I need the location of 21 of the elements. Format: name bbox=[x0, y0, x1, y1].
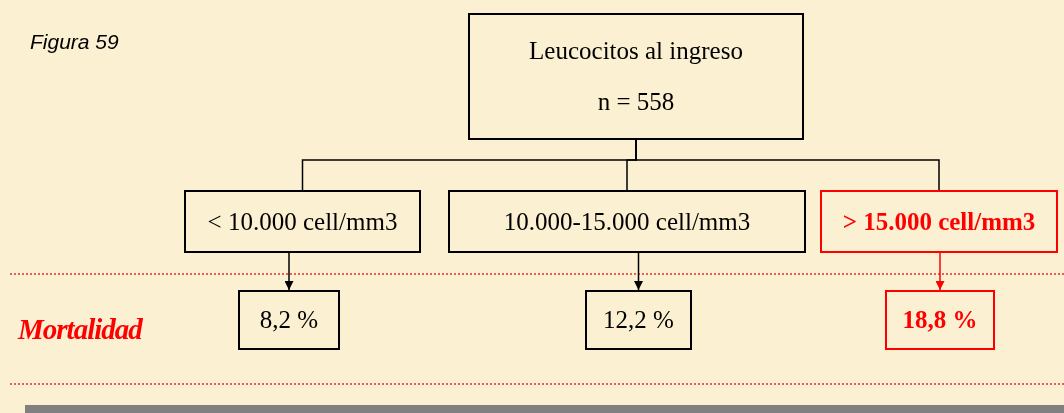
box-title: 18,8 % bbox=[902, 306, 978, 334]
category-box bbox=[820, 190, 1058, 253]
box-title: < 10.000 cell/mm3 bbox=[207, 207, 398, 236]
box-title: Leucocitos al ingreso bbox=[529, 37, 743, 66]
box-title: 12,2 % bbox=[603, 306, 674, 334]
result-box bbox=[885, 290, 995, 350]
connector-line bbox=[635, 139, 940, 191]
root-box bbox=[468, 13, 804, 140]
box-title: 8,2 % bbox=[259, 306, 319, 334]
figure-caption: Figura 59 bbox=[30, 30, 119, 54]
result-box bbox=[238, 290, 340, 350]
result-box bbox=[585, 290, 692, 350]
arrow bbox=[634, 252, 643, 291]
category-box bbox=[448, 190, 806, 253]
box-title: > 15.000 cell/mm3 bbox=[842, 207, 1036, 236]
box-text: n = 558 bbox=[597, 87, 675, 116]
arrow bbox=[935, 252, 945, 291]
category-box bbox=[184, 190, 421, 253]
box-title: 10.000-15.000 cell/mm3 bbox=[503, 207, 751, 236]
row-label: Mortalidad bbox=[18, 313, 142, 346]
arrow bbox=[284, 252, 294, 291]
